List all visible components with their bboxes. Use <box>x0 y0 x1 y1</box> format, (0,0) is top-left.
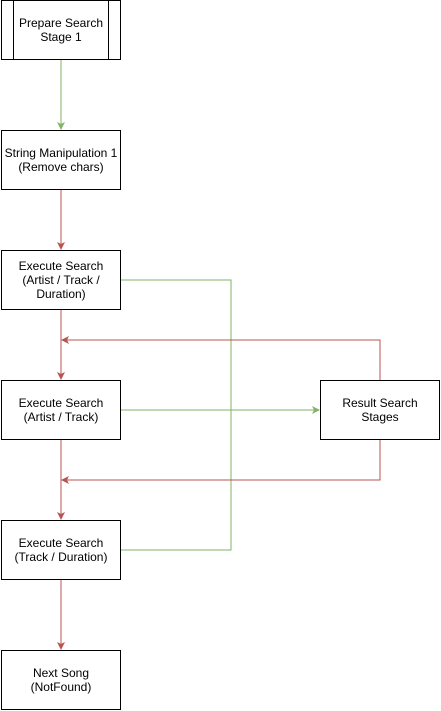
node-prepare-search[interactable]: Prepare Search Stage 1 <box>1 0 121 60</box>
node-prepare-search-line-2: Stage 1 <box>40 30 82 44</box>
node-exec1-line-2: (Artist / Track / <box>22 273 100 287</box>
node-exec2-line-1: Execute Search <box>18 396 104 410</box>
node-result-search-stages[interactable]: Result Search Stages <box>320 380 440 440</box>
node-exec1-line-1: Execute Search <box>18 259 104 273</box>
node-next-song[interactable]: Next Song (NotFound) <box>1 650 121 710</box>
node-result-line-2: Stages <box>361 410 399 424</box>
node-result-line-1: Result Search <box>342 396 418 410</box>
edge-result-to-exec3-entry <box>61 440 381 484</box>
node-execute-search-artist-track-duration[interactable]: Execute Search (Artist / Track / Duratio… <box>1 250 121 310</box>
node-prepare-search-line-1: Prepare Search <box>18 16 104 30</box>
node-next-song-line-1: Next Song <box>32 666 90 680</box>
node-exec3-line-1: Execute Search <box>18 536 104 550</box>
process-bar-right <box>108 1 109 59</box>
node-exec1-line-3: Duration) <box>36 287 86 301</box>
edge-result-to-exec2-entry <box>61 336 381 380</box>
edge-exec1-exec3-to-result <box>121 279 232 551</box>
node-string-manipulation-line-1: String Manipulation 1 <box>4 146 118 160</box>
node-string-manipulation-line-2: (Remove chars) <box>18 160 104 174</box>
node-string-manipulation[interactable]: String Manipulation 1 (Remove chars) <box>1 130 121 190</box>
node-execute-search-artist-track[interactable]: Execute Search (Artist / Track) <box>1 380 121 440</box>
node-next-song-line-2: (NotFound) <box>30 680 92 694</box>
node-exec3-line-2: (Track / Duration) <box>14 550 108 564</box>
node-exec2-line-2: (Artist / Track) <box>23 410 99 424</box>
process-bar-left <box>13 1 14 59</box>
node-execute-search-track-duration[interactable]: Execute Search (Track / Duration) <box>1 520 121 580</box>
